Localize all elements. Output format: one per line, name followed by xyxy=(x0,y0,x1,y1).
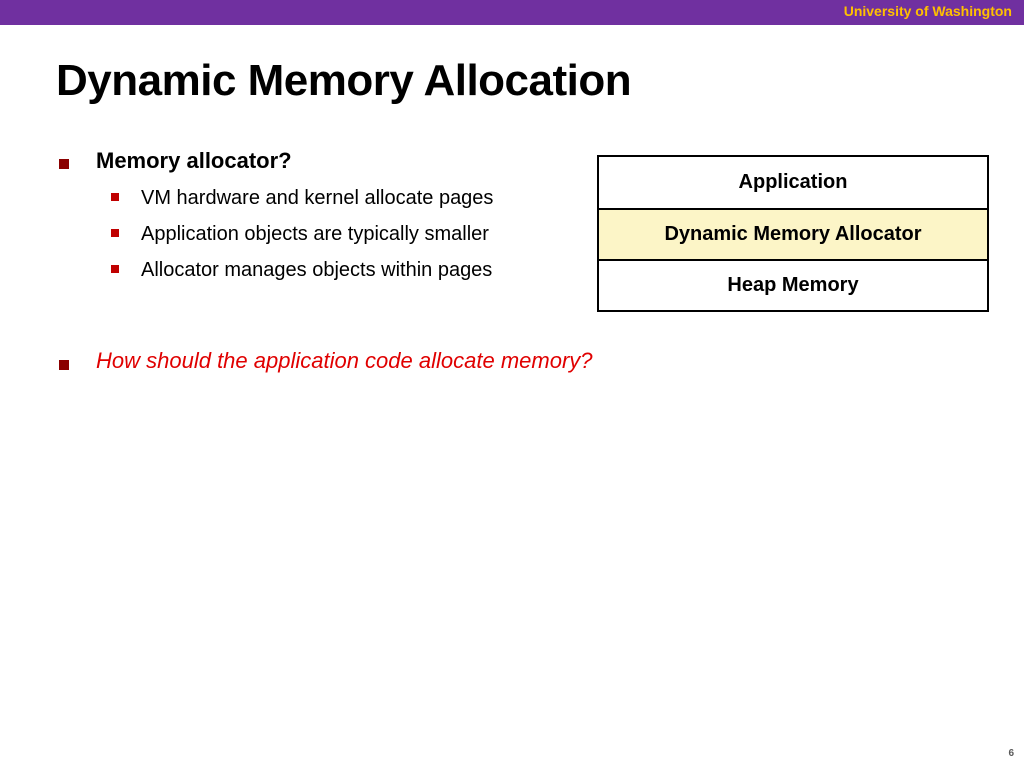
slide-title: Dynamic Memory Allocation xyxy=(56,56,632,105)
sub-bullet-square-icon xyxy=(111,265,119,273)
bullet-question: How should the application code allocate… xyxy=(96,348,593,373)
institution-name: University of Washington xyxy=(843,3,1012,19)
header-bar: University of Washington xyxy=(0,0,1024,25)
layer-dynamic-memory-allocator: Dynamic Memory Allocator xyxy=(599,208,987,259)
sub-bullet-application-objects: Application objects are typically smalle… xyxy=(141,223,489,245)
layer-application: Application xyxy=(738,171,848,193)
sub-bullet-square-icon xyxy=(111,193,119,201)
layer-heap-memory: Heap Memory xyxy=(599,259,987,310)
sub-bullet-square-icon xyxy=(111,229,119,237)
sub-bullet-allocator-manages: Allocator manages objects within pages xyxy=(141,259,493,281)
bullet-square-icon xyxy=(59,360,69,370)
sub-bullet-vm-hardware: VM hardware and kernel allocate pages xyxy=(141,187,494,209)
bullet-square-icon xyxy=(59,159,69,169)
bullet-memory-allocator: Memory allocator? xyxy=(96,148,292,173)
page-number: 6 xyxy=(1008,748,1014,759)
memory-layer-diagram: Application Dynamic Memory Allocator Hea… xyxy=(597,155,989,312)
